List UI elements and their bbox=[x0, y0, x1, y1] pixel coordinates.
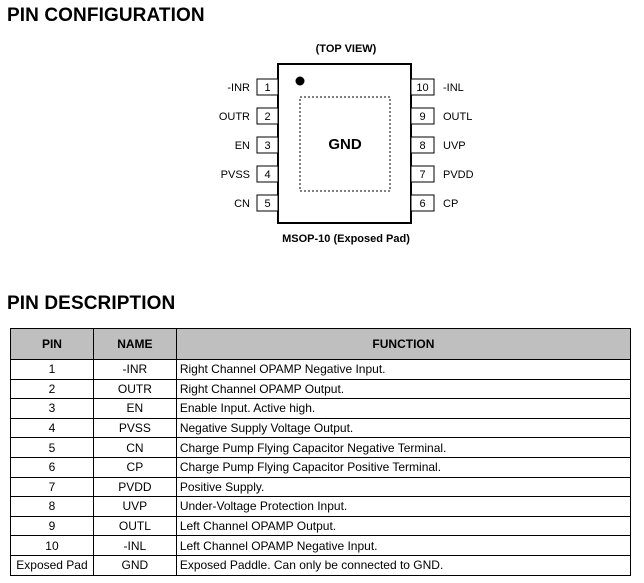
pin-number: 10 bbox=[416, 82, 428, 94]
cell-name: -INR bbox=[92, 359, 177, 380]
cell-pin: 8 bbox=[10, 496, 94, 517]
header-pin: PIN bbox=[10, 328, 94, 360]
header-function: FUNCTION bbox=[175, 328, 632, 360]
cell-function: Charge Pump Flying Capacitor Negative Te… bbox=[175, 437, 632, 458]
pin-name: OUTR bbox=[219, 111, 250, 123]
cell-function: Positive Supply. bbox=[175, 476, 632, 498]
pin-number: 7 bbox=[419, 169, 425, 181]
pin1-marker bbox=[295, 76, 305, 86]
pin-number: 4 bbox=[264, 169, 270, 181]
cell-name: CP bbox=[92, 456, 177, 478]
cell-function: Charge Pump Flying Capacitor Positive Te… bbox=[175, 456, 632, 478]
pin-box bbox=[256, 78, 279, 96]
pin-box bbox=[410, 165, 435, 183]
pin-box bbox=[256, 165, 279, 183]
cell-pin: 1 bbox=[10, 359, 94, 380]
cell-name: GND bbox=[92, 554, 177, 576]
pin-name: PVDD bbox=[443, 169, 474, 181]
cell-pin: 9 bbox=[10, 515, 94, 537]
cell-function: Right Channel OPAMP Negative Input. bbox=[175, 359, 632, 380]
gnd-label: GND bbox=[328, 136, 362, 153]
table-header-row: PIN NAME FUNCTION bbox=[10, 328, 632, 360]
cell-name: OUTR bbox=[92, 378, 177, 400]
cell-pin: 6 bbox=[10, 456, 94, 478]
left-pin: 1 -INR bbox=[227, 78, 279, 96]
left-pin: 5 CN bbox=[234, 194, 279, 212]
pin-name: OUTL bbox=[443, 111, 472, 123]
pin-box bbox=[410, 136, 435, 154]
pin-box bbox=[410, 78, 435, 96]
cell-function: Under-Voltage Protection Input. bbox=[175, 496, 632, 517]
right-pins: 10 -INL 9 OUTL 8 UVP 7 PVDD 6 CP bbox=[410, 78, 474, 212]
cell-function: Left Channel OPAMP Output. bbox=[175, 515, 632, 537]
pin-number: 9 bbox=[419, 111, 425, 123]
pin-name: UVP bbox=[443, 140, 466, 152]
pin-name: PVSS bbox=[221, 169, 250, 181]
right-pin: 10 -INL bbox=[410, 78, 464, 96]
cell-pin: 5 bbox=[10, 437, 94, 458]
pin-name: CN bbox=[234, 198, 250, 210]
pin-diagram: (TOP VIEW) GND MSOP-10 (Exposed Pad) 1 -I… bbox=[219, 43, 474, 245]
cell-pin: Exposed Pad bbox=[10, 554, 94, 576]
pin-box bbox=[410, 194, 435, 212]
left-pin: 3 EN bbox=[235, 136, 279, 154]
cell-name: CN bbox=[92, 437, 177, 458]
left-pin: 4 PVSS bbox=[221, 165, 279, 183]
pin-name: -INL bbox=[443, 82, 464, 94]
top-view-label: (TOP VIEW) bbox=[316, 43, 377, 55]
right-pin: 9 OUTL bbox=[410, 107, 472, 125]
cell-name: OUTL bbox=[92, 515, 177, 537]
pin-name: CP bbox=[443, 198, 458, 210]
cell-function: Enable Input. Active high. bbox=[175, 398, 632, 419]
cell-pin: 4 bbox=[10, 417, 94, 439]
cell-pin: 7 bbox=[10, 476, 94, 498]
right-pin: 8 UVP bbox=[410, 136, 466, 154]
pin-configuration-title: PIN CONFIGURATION bbox=[7, 5, 205, 26]
header-name: NAME bbox=[92, 328, 177, 360]
pin-number: 5 bbox=[264, 198, 270, 210]
cell-pin: 2 bbox=[10, 378, 94, 400]
pin-number: 6 bbox=[419, 198, 425, 210]
cell-pin: 3 bbox=[10, 398, 94, 419]
cell-function: Right Channel OPAMP Output. bbox=[175, 378, 632, 400]
pin-box bbox=[256, 107, 279, 125]
cell-function: Left Channel OPAMP Negative Input. bbox=[175, 535, 632, 556]
left-pin: 2 OUTR bbox=[219, 107, 279, 125]
pin-number: 1 bbox=[264, 82, 270, 94]
cell-function: Negative Supply Voltage Output. bbox=[175, 417, 632, 439]
cell-name: PVDD bbox=[92, 476, 177, 498]
cell-name: EN bbox=[92, 398, 177, 419]
cell-name: -INL bbox=[92, 535, 177, 556]
pin-box bbox=[410, 107, 435, 125]
cell-name: PVSS bbox=[92, 417, 177, 439]
pin-number: 8 bbox=[419, 140, 425, 152]
pin-name: -INR bbox=[227, 82, 250, 94]
exposed-pad-outline bbox=[299, 96, 391, 192]
pin-box bbox=[256, 136, 279, 154]
pin-name: EN bbox=[235, 140, 250, 152]
pin-box bbox=[256, 194, 279, 212]
pin-number: 3 bbox=[264, 140, 270, 152]
cell-pin: 10 bbox=[10, 535, 94, 556]
pin-description-title: PIN DESCRIPTION bbox=[7, 293, 176, 314]
package-label: MSOP-10 (Exposed Pad) bbox=[282, 233, 410, 245]
cell-name: UVP bbox=[92, 496, 177, 517]
right-pin: 6 CP bbox=[410, 194, 458, 212]
cell-function: Exposed Paddle. Can only be connected to… bbox=[175, 554, 632, 576]
right-pin: 7 PVDD bbox=[410, 165, 474, 183]
pin-number: 2 bbox=[264, 111, 270, 123]
left-pins: 1 -INR 2 OUTR 3 EN 4 PVSS 5 CN bbox=[219, 78, 279, 212]
